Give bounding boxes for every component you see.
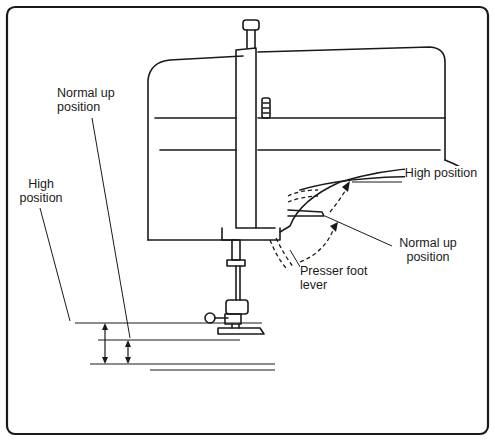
lever-positions: [270, 186, 348, 270]
part-label: Normal up position: [57, 86, 135, 114]
label-text: Presser foot lever: [300, 264, 367, 292]
leader-lines: [40, 118, 402, 338]
dimension-arrows: [102, 323, 131, 364]
part-label: High position: [10, 177, 72, 205]
frame: [7, 7, 488, 434]
label-text: Normal up position: [399, 236, 457, 264]
part-label: Presser foot lever: [300, 264, 382, 292]
dimension-lines: [75, 323, 275, 370]
label-text: High position: [19, 177, 62, 205]
label-text: Normal up position: [57, 86, 115, 114]
arrowheads: [330, 181, 350, 232]
label-text: High position: [405, 166, 477, 180]
part-label: Normal up position: [380, 236, 476, 264]
part-label: High position: [400, 166, 482, 180]
